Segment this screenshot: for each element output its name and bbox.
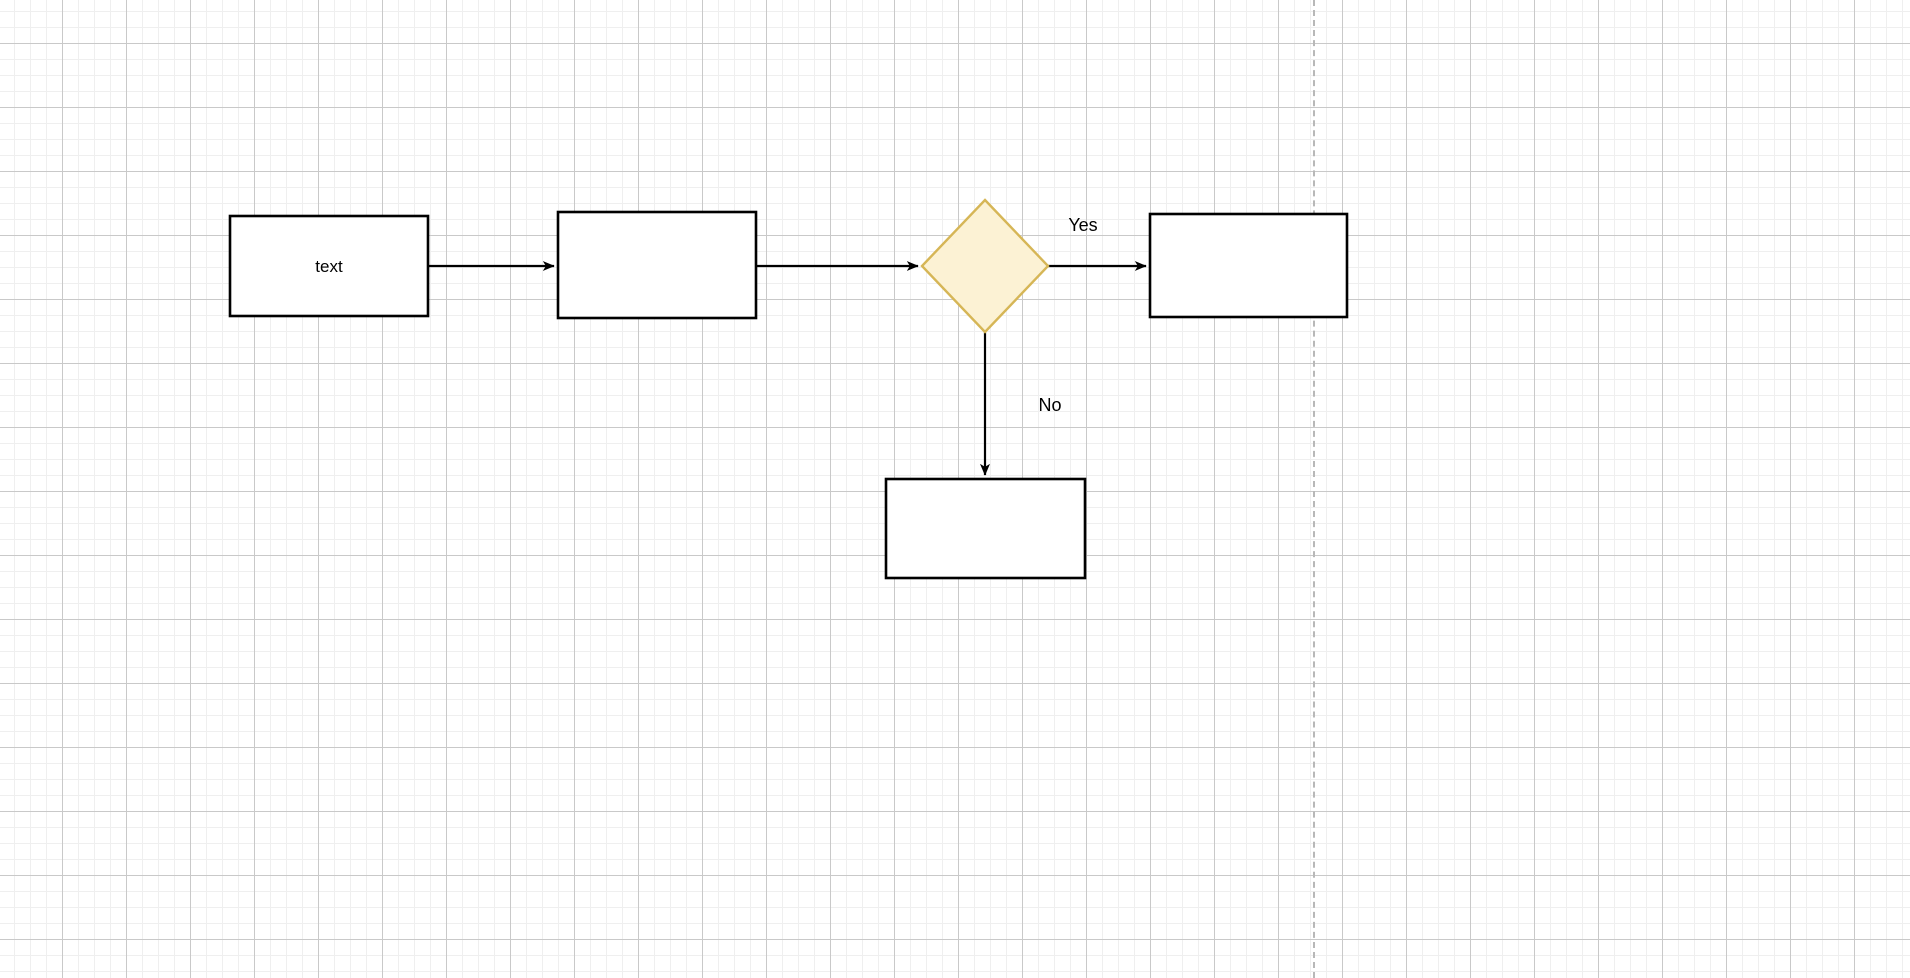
edge-label-yes[interactable]: Yes [1068, 215, 1098, 236]
page-break-line [1313, 0, 1315, 978]
node-decision-1[interactable] [920, 198, 1050, 334]
node-process-3[interactable] [1148, 212, 1349, 319]
node-process-1[interactable] [228, 214, 430, 318]
node-process-4[interactable] [884, 477, 1087, 580]
edge-label-no[interactable]: No [1038, 395, 1062, 416]
node-process-2[interactable] [556, 210, 758, 320]
